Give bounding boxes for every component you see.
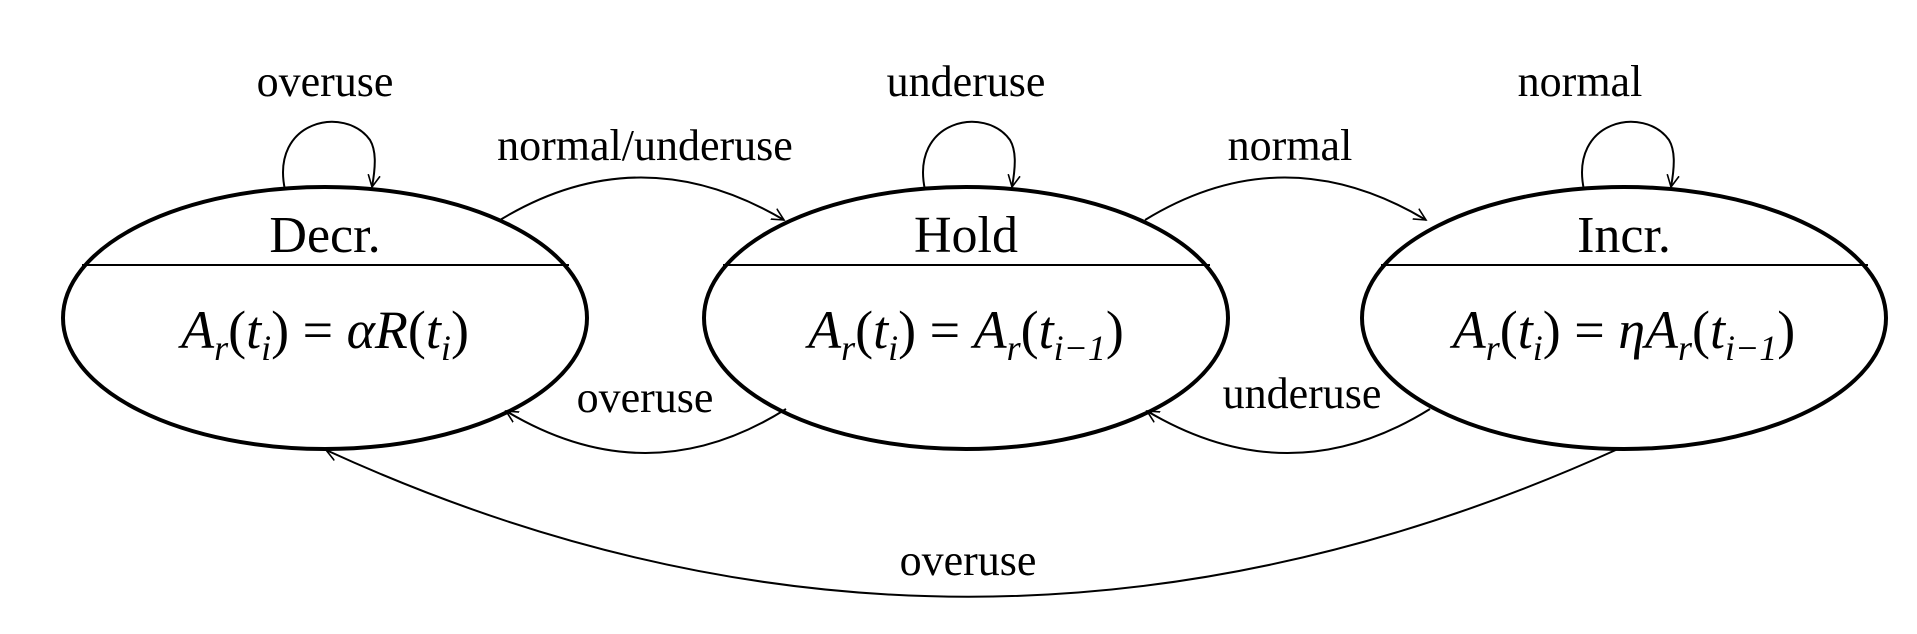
transition-hold-to-decr-arrow xyxy=(506,408,787,454)
transition-incr-to-hold-arrow xyxy=(1147,408,1431,454)
transition-hold-to-incr-label: normal xyxy=(1228,121,1353,170)
state-incr-title: Incr. xyxy=(1577,207,1671,264)
state-decr-formula: Ar(ti) = αR(ti) xyxy=(178,300,469,368)
transition-incr-to-hold-label: underuse xyxy=(1223,369,1382,418)
state-incr-ellipse xyxy=(1360,185,1888,451)
transition-decr-to-hold-label: normal/underuse xyxy=(497,121,793,170)
state-incr-formula: Ar(ti) = ηAr(ti−1) xyxy=(1450,300,1796,368)
state-hold: Hold Ar(ti) = Ar(ti−1) xyxy=(702,185,1230,451)
transition-incr-to-decr-label: overuse xyxy=(900,536,1037,585)
state-hold-ellipse xyxy=(702,185,1230,451)
transition-incr-to-decr-arrow xyxy=(326,448,1619,598)
state-decr-title: Decr. xyxy=(269,207,380,264)
transition-hold-to-incr-arrow xyxy=(1144,176,1426,221)
state-hold-formula: Ar(ti) = Ar(ti−1) xyxy=(805,300,1124,368)
transition-decr-to-hold-arrow xyxy=(499,176,784,221)
transition-decr-self-loop xyxy=(282,120,375,191)
state-hold-title: Hold xyxy=(914,207,1018,264)
transition-hold-self-loop xyxy=(922,120,1015,191)
transition-hold-self-label: underuse xyxy=(887,57,1046,106)
transition-incr-self-label: normal xyxy=(1518,57,1643,106)
transition-decr-self-label: overuse xyxy=(257,57,394,106)
state-decr: Decr. Ar(ti) = αR(ti) xyxy=(61,185,589,451)
state-incr: Incr. Ar(ti) = ηAr(ti−1) xyxy=(1360,185,1888,451)
transition-incr-self-loop xyxy=(1581,120,1674,191)
transition-hold-to-decr-label: overuse xyxy=(577,373,714,422)
